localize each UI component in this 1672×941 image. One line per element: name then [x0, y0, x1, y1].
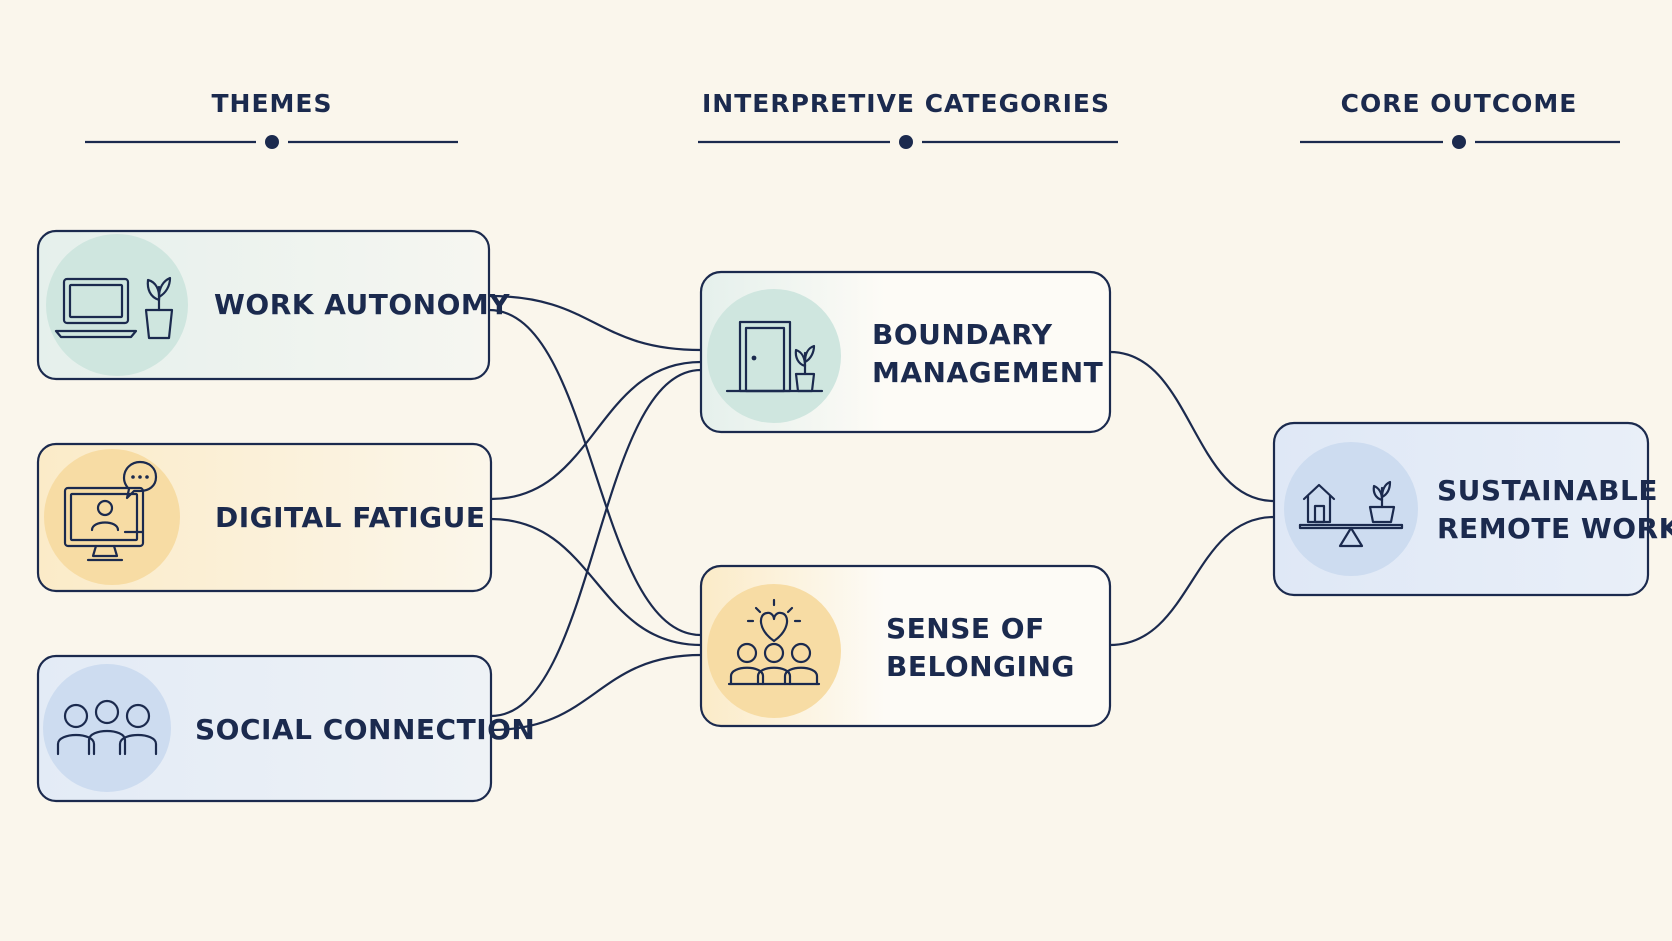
column-title: CORE OUTCOME	[1341, 89, 1578, 118]
edge-work-autonomy-to-sense-of-belonging	[488, 308, 702, 637]
node-sustainable-remote-work: SUSTAINABLE REMOTE WORK	[1272, 421, 1672, 597]
header-dot	[1452, 135, 1466, 149]
column-header-core-outcome: CORE OUTCOME	[1300, 89, 1620, 149]
node-label-line-1: SENSE OF	[886, 612, 1045, 645]
node-label-line-1: DIGITAL FATIGUE	[215, 501, 486, 534]
column-title: THEMES	[211, 89, 332, 118]
video-call-monitor-icon	[63, 460, 158, 562]
icon-badge	[43, 664, 171, 792]
home-balance-icon	[1298, 480, 1404, 548]
column-title: INTERPRETIVE CATEGORIES	[702, 89, 1110, 118]
heart-people-icon	[727, 598, 821, 686]
laptop-plant-icon	[54, 276, 174, 340]
node-label-line-2: REMOTE WORK	[1437, 512, 1672, 545]
icon-badge	[44, 449, 180, 585]
edge-social-connection-to-sense-of-belonging	[490, 653, 702, 732]
edge-digital-fatigue-to-sense-of-belonging	[490, 517, 702, 647]
door-plant-icon	[725, 320, 824, 393]
edge-social-connection-to-boundary-management	[490, 368, 702, 718]
node-label-line-1: SUSTAINABLE	[1437, 474, 1658, 507]
node-social-connection: SOCIAL CONNECTION	[36, 654, 535, 803]
node-label-line-2: BELONGING	[886, 650, 1075, 683]
node-work-autonomy: WORK AUTONOMY	[36, 229, 510, 381]
edge-boundary-management-to-sustainable-remote-work	[1109, 350, 1275, 503]
icon-badge	[46, 234, 188, 376]
node-digital-fatigue: DIGITAL FATIGUE	[36, 442, 493, 593]
icon-badge	[707, 289, 841, 423]
icon-badge	[1284, 442, 1418, 576]
edge-work-autonomy-to-boundary-management	[488, 294, 702, 352]
node-label-line-2: MANAGEMENT	[872, 356, 1103, 389]
edge-digital-fatigue-to-boundary-management	[490, 360, 702, 501]
edge-sense-of-belonging-to-sustainable-remote-work	[1109, 515, 1275, 647]
node-sense-of-belonging: SENSE OF BELONGING	[699, 564, 1112, 728]
column-header-interpretive-categories: INTERPRETIVE CATEGORIES	[698, 89, 1118, 149]
node-label-line-1: SOCIAL CONNECTION	[195, 713, 535, 746]
header-dot	[265, 135, 279, 149]
people-group-icon	[56, 699, 158, 756]
header-dot	[899, 135, 913, 149]
column-header-themes: THEMES	[85, 89, 458, 149]
connector-edges	[488, 294, 1275, 732]
node-label-line-1: WORK AUTONOMY	[214, 288, 510, 321]
node-boundary-management: BOUNDARY MANAGEMENT	[699, 270, 1112, 434]
node-label-line-1: BOUNDARY	[872, 318, 1053, 351]
